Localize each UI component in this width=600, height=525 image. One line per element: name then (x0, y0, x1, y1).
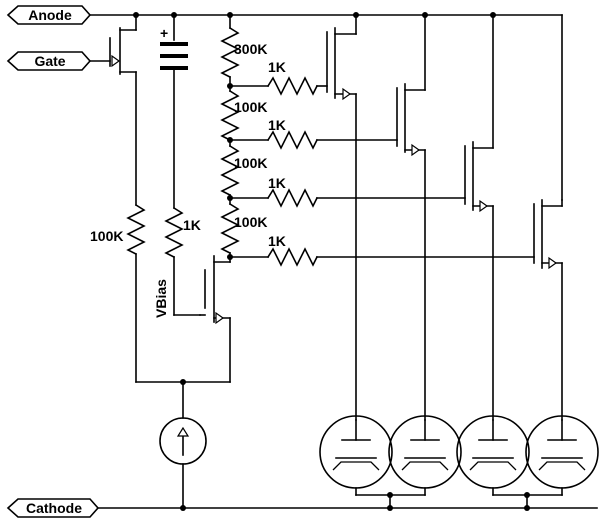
current-source (159, 379, 207, 511)
gate-resistor-4: 1K (229, 233, 535, 267)
tube-cathode-bus (355, 492, 563, 511)
vbias-label: VBias (153, 279, 169, 318)
gate-resistor-3-label: 1K (268, 175, 286, 191)
gate-port: Gate (6, 51, 92, 71)
tube-4 (525, 415, 599, 496)
resistor-bias-label: 1K (183, 217, 201, 233)
resistor-mid1-label: 100K (234, 99, 267, 115)
anode-rail (89, 14, 563, 201)
resistor-left-label: 100K (90, 228, 123, 244)
resistor-bias-1k: 1K VBias (153, 206, 201, 318)
mosfet-4 (533, 199, 563, 421)
gate-resistor-2-label: 1K (268, 117, 286, 133)
resistor-mid3-label: 100K (234, 214, 267, 230)
bias-battery: + (160, 14, 188, 209)
gate-port-label: Gate (34, 53, 65, 69)
cathode-port: Cathode (6, 498, 100, 518)
anode-port-label: Anode (28, 7, 72, 23)
resistor-left-100k: 100K (90, 203, 231, 383)
tube-1 (319, 415, 393, 496)
divider-chain: 300K 100K 100K 100K (220, 14, 267, 263)
gate-resistor-1-label: 1K (268, 59, 286, 75)
current-source-arrow (176, 426, 190, 437)
resistor-mid2-label: 100K (234, 155, 267, 171)
tube-3 (456, 415, 530, 496)
resistor-top-label: 300K (234, 41, 267, 57)
input-transistor-arrow (111, 54, 121, 68)
mosfet-2 (396, 14, 426, 421)
gate-resistor-4-label: 1K (268, 233, 286, 249)
input-transistor (109, 14, 137, 206)
mosfet-1 (326, 14, 357, 421)
gate-resistor-2: 1K (229, 117, 398, 150)
gate-resistor-3: 1K (229, 175, 466, 208)
bias-transistor-arrow (215, 311, 225, 325)
cathode-port-label: Cathode (26, 500, 82, 516)
tube-2 (388, 415, 462, 496)
gate-resistor-1: 1K (229, 59, 328, 96)
mosfet-3 (464, 14, 494, 421)
anode-port: Anode (6, 5, 92, 25)
bias-transistor (199, 255, 231, 383)
battery-plus-label: + (160, 25, 168, 41)
